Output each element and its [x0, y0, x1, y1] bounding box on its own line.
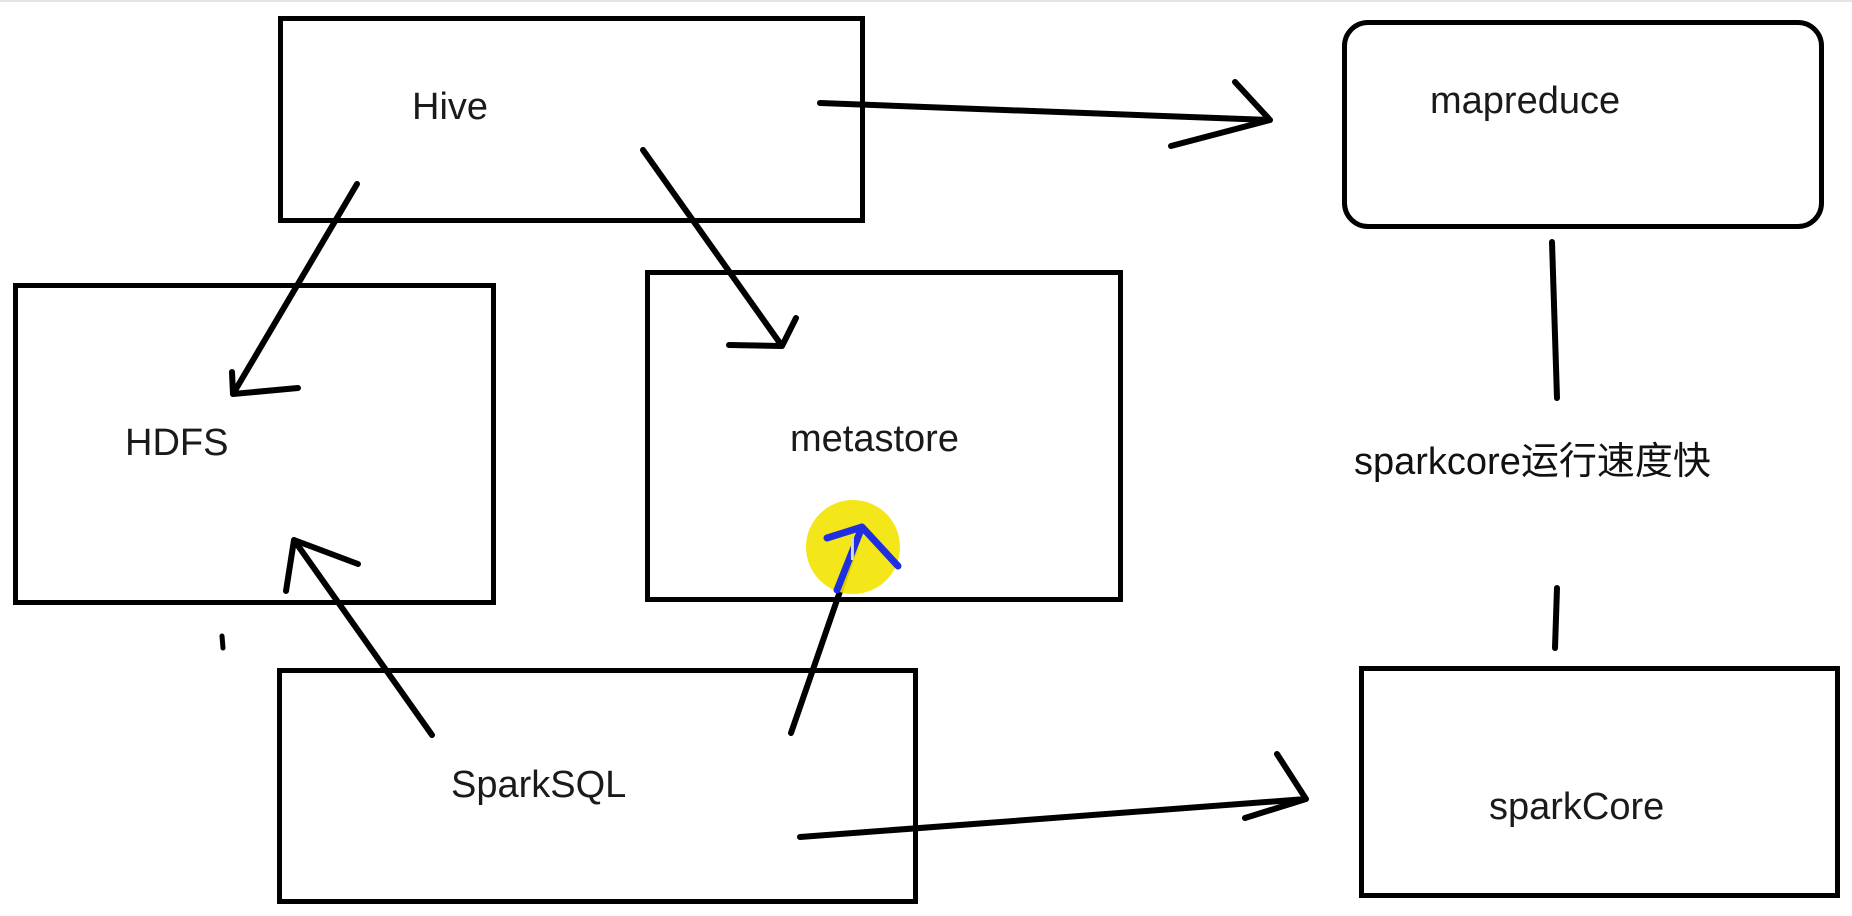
metastore-box: [645, 270, 1123, 602]
arrow-hive-to-mapreduce: [817, 79, 1273, 149]
sparkcore-label: sparkCore: [1489, 786, 1665, 828]
mapreduce-box: [1342, 20, 1824, 229]
arrow-hive-to-hdfs: [229, 181, 360, 397]
stray-mark: [219, 633, 226, 651]
connector-mapreduce-sparkcore-lower: [1552, 585, 1560, 651]
arrow-hive-to-metastore: [640, 147, 799, 349]
hdfs-box: [13, 283, 496, 605]
arrow-sparksql-to-hdfs: [283, 537, 435, 738]
sparksql-label: SparkSQL: [451, 764, 627, 806]
text-cursor-icon: I: [848, 533, 857, 568]
sparkcore-box: [1359, 666, 1840, 898]
hdfs-label: HDFS: [125, 422, 229, 464]
connector-mapreduce-sparkcore-upper: [1549, 239, 1560, 401]
speed-annotation: sparkcore运行速度快: [1354, 441, 1711, 483]
top-border-line: [0, 0, 1852, 2]
arrow-sparksql-to-sparkcore: [797, 751, 1309, 840]
pen-arrowhead: [823, 523, 902, 594]
hive-box: [278, 16, 865, 223]
metastore-label: metastore: [790, 418, 959, 460]
hive-label: Hive: [412, 86, 489, 128]
sparksql-box: [277, 668, 918, 904]
mapreduce-label: mapreduce: [1430, 80, 1621, 122]
